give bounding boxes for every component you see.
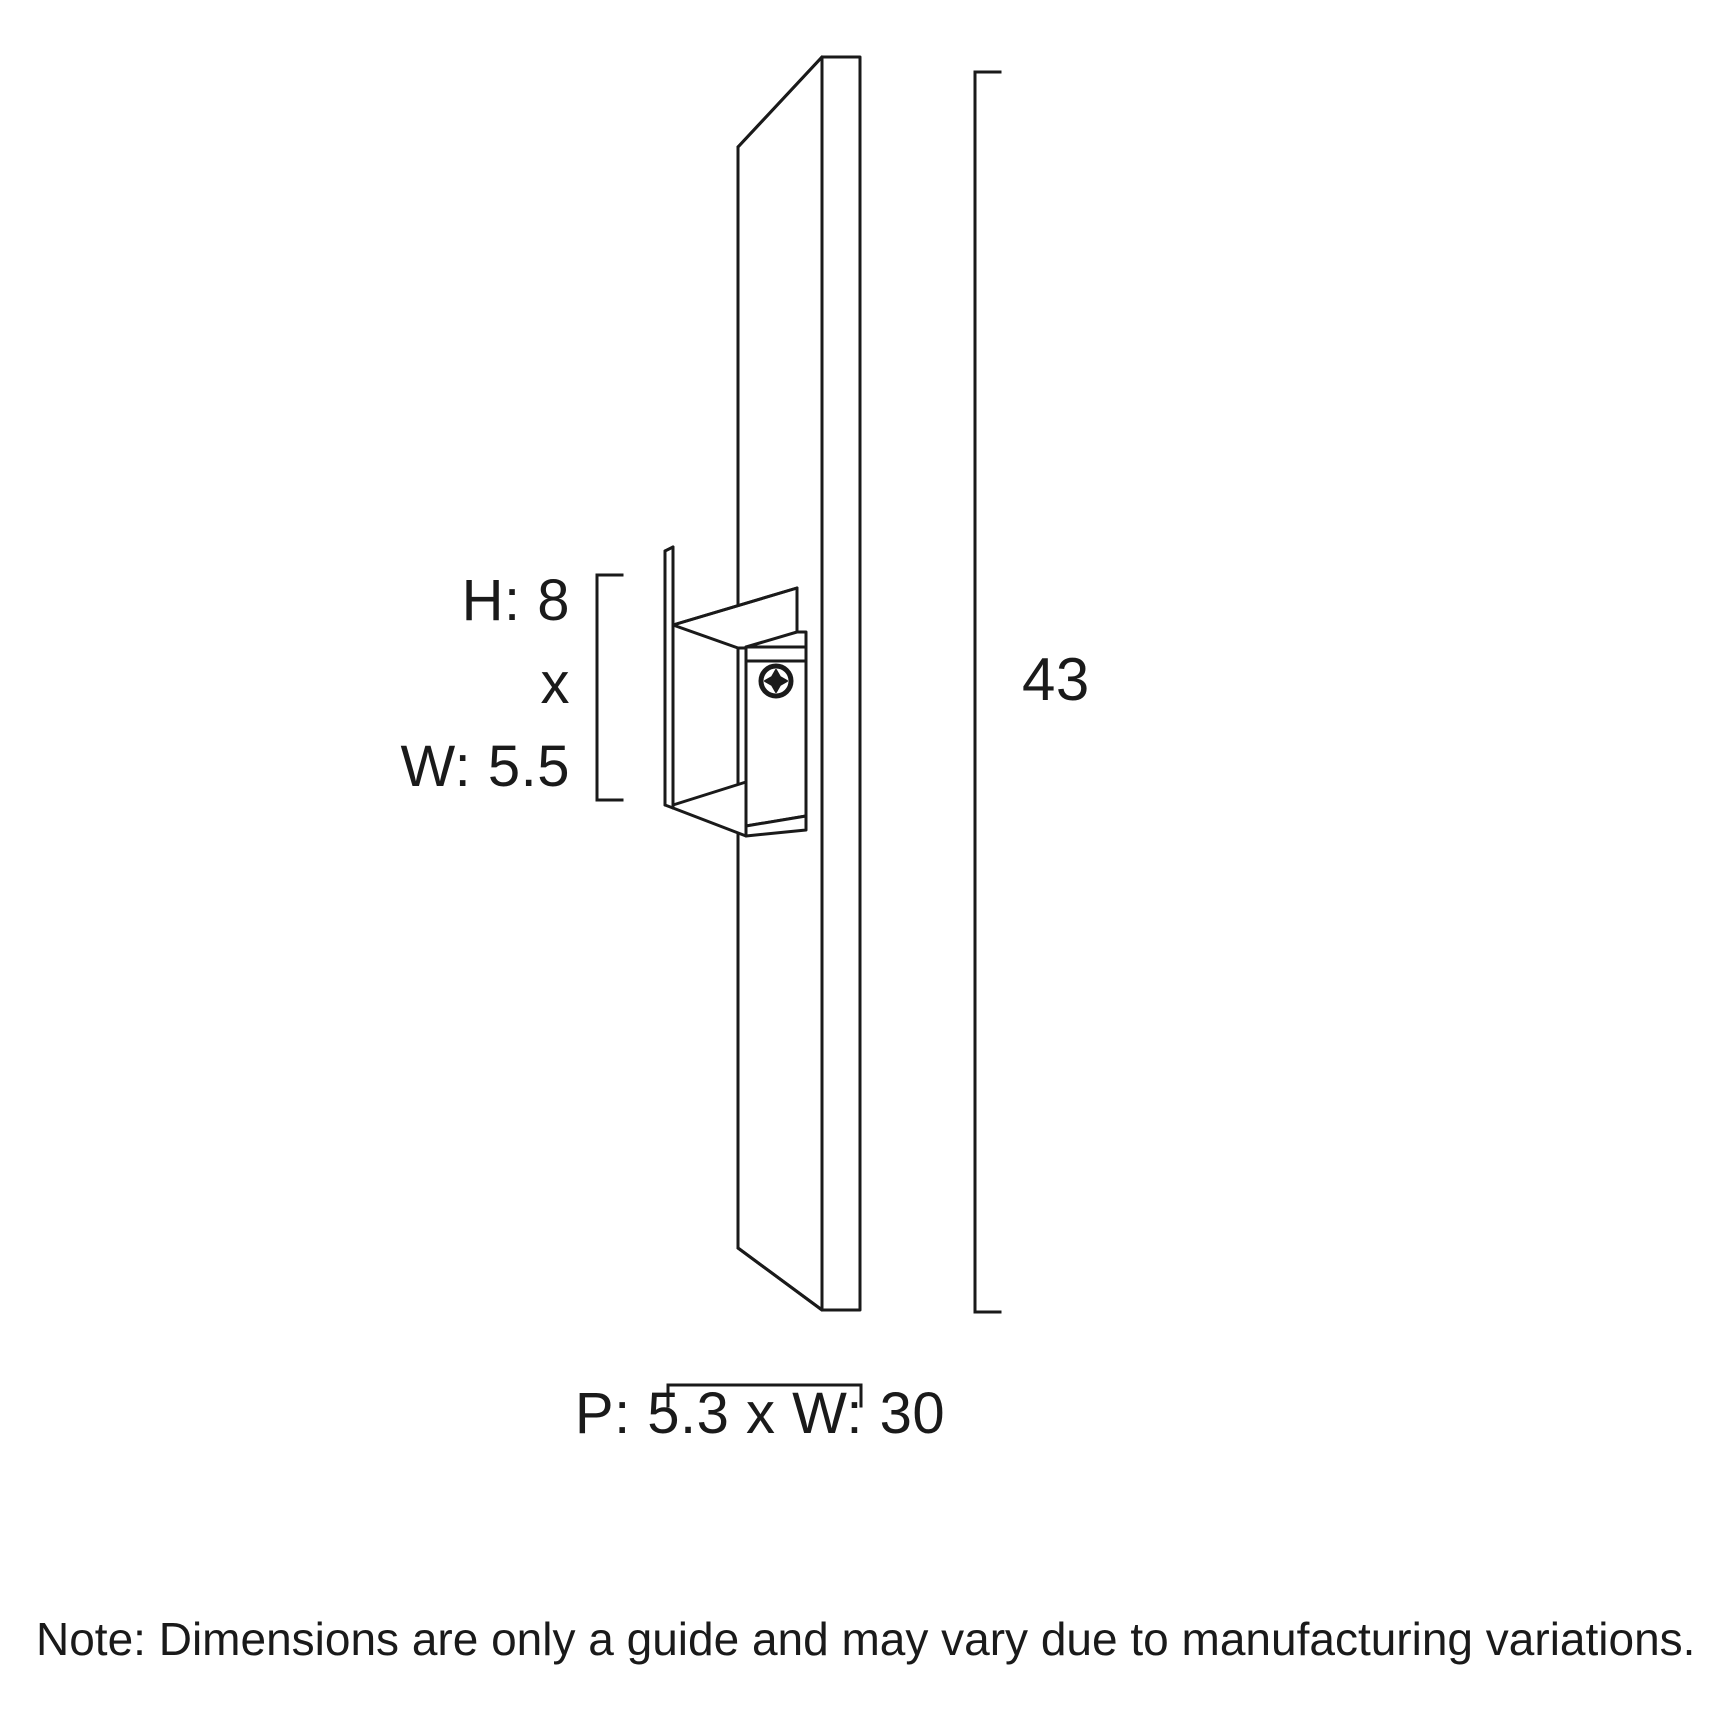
upper-wedge-top-edge	[671, 586, 799, 627]
dimension-separator-label: x	[540, 651, 570, 716]
phillips-head-screw-icon	[758, 663, 794, 699]
bracket-height-label: H: 8	[461, 568, 570, 633]
lower-wedge-face	[671, 780, 748, 838]
overall-height-label: 43	[1022, 646, 1090, 713]
backplate-group	[663, 545, 675, 810]
right-dimension-line	[973, 70, 1002, 1314]
bracket-width-label: W: 5.5	[400, 734, 570, 799]
bottom-dimension-line	[666, 1383, 863, 1408]
bracket-top-face	[744, 645, 808, 663]
manufacturing-note: Note: Dimensions are only a guide and ma…	[36, 1613, 1696, 1665]
screw-cross-slot	[764, 669, 788, 693]
lower-mount-wedge-group	[671, 780, 748, 838]
left-dimension-bracket	[595, 573, 624, 802]
projection-width-label: P: 5.3 x W: 30	[574, 1381, 946, 1446]
body-bottom-bevel-line	[736, 1246, 824, 1312]
body-top-bevel-line	[736, 55, 824, 149]
body-side-face	[820, 55, 862, 1312]
bracket-upper-slope	[744, 630, 808, 649]
mounting-bracket-group	[744, 630, 808, 838]
